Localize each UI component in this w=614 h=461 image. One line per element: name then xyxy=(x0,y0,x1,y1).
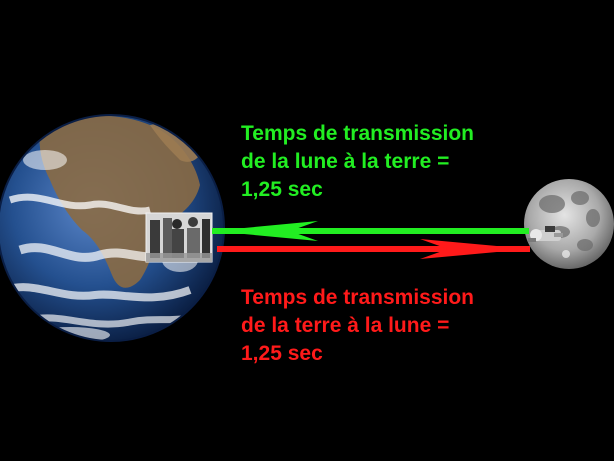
earth-to-moon-caption: Temps de transmission de la terre à la l… xyxy=(241,284,601,368)
people-photo-icon xyxy=(145,212,213,263)
earth-to-moon-arrow xyxy=(217,239,530,259)
astronaut-icon xyxy=(528,226,563,242)
moon-to-earth-caption-line1: Temps de transmission xyxy=(241,122,475,145)
earth-to-moon-caption-line1: Temps de transmission xyxy=(241,286,475,309)
moon-to-earth-caption-line2: de la lune à la terre = xyxy=(241,150,450,173)
moon-to-earth-caption: Temps de transmission de la lune à la te… xyxy=(241,120,601,204)
earth-to-moon-caption-line3: 1,25 sec xyxy=(241,342,323,365)
moon-to-earth-caption-line3: 1,25 sec xyxy=(241,178,323,201)
earth-to-moon-caption-line2: de la terre à la lune = xyxy=(241,314,450,337)
moon-to-earth-arrow xyxy=(212,221,529,241)
